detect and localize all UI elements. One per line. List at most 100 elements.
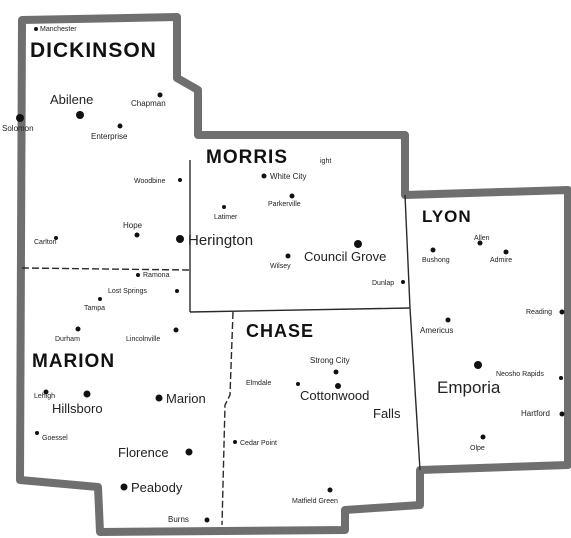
town-dot-admire bbox=[503, 249, 509, 255]
town-dot-durham bbox=[75, 326, 81, 332]
town-label-abilene: Abilene bbox=[50, 92, 93, 107]
town-dot-emporia bbox=[474, 361, 482, 369]
town-label-dunlap: Dunlap bbox=[372, 280, 394, 287]
town-dot-goessel bbox=[35, 431, 39, 435]
town-labels: Manchester Abilene Chapman Solomon Enter… bbox=[2, 26, 552, 524]
town-dot-carlton bbox=[54, 236, 58, 240]
town-label-chapman: Chapman bbox=[131, 99, 166, 108]
town-label-cedar-point: Cedar Point bbox=[240, 440, 277, 447]
town-dot-allen bbox=[477, 240, 483, 246]
town-label-wilsey: Wilsey bbox=[270, 263, 291, 270]
town-dot-cedar-point bbox=[233, 440, 237, 444]
region-outer-border bbox=[16, 13, 571, 536]
town-dot-tampa bbox=[98, 297, 102, 301]
town-dot-neosho-rapids bbox=[559, 376, 563, 380]
town-dot-florence bbox=[185, 448, 193, 456]
town-dot-bushong bbox=[430, 247, 436, 253]
town-label-goessel: Goessel bbox=[42, 435, 68, 442]
town-dot-parkerville bbox=[289, 193, 295, 199]
town-label-durham: Durham bbox=[55, 336, 80, 343]
town-markers bbox=[16, 27, 565, 523]
town-dot-latimer bbox=[222, 205, 226, 209]
town-label-matfield-green: Matfield Green bbox=[292, 498, 338, 505]
town-label-cottonwood: Cottonwood bbox=[300, 388, 369, 403]
town-dot-hillsboro bbox=[83, 390, 91, 398]
boundary-morris-chase bbox=[189, 307, 411, 313]
town-dot-council-grove bbox=[354, 240, 362, 248]
town-label-americus: Americus bbox=[420, 326, 453, 335]
boundary-marion-chase bbox=[221, 311, 234, 526]
town-dot-lost-springs bbox=[175, 289, 179, 293]
town-dot-chapman bbox=[157, 92, 163, 98]
town-label-lost-springs: Lost Springs bbox=[108, 288, 147, 295]
town-label-strong-city: Strong City bbox=[310, 356, 350, 365]
town-label-olpe: Olpe bbox=[470, 445, 485, 452]
town-dot-americus bbox=[445, 317, 451, 323]
town-dot-strong-city bbox=[333, 369, 339, 375]
town-label-herington: Herington bbox=[188, 232, 253, 249]
town-label-elmdale: Elmdale bbox=[246, 380, 271, 387]
town-dot-reading bbox=[559, 309, 565, 315]
town-label-reading: Reading bbox=[526, 309, 552, 316]
town-label-bushong: Bushong bbox=[422, 257, 450, 264]
town-label-manchester: Manchester bbox=[40, 26, 77, 33]
county-label-marion: MARION bbox=[32, 351, 115, 372]
town-label-ramona: Ramona bbox=[143, 272, 170, 279]
town-dot-enterprise bbox=[117, 123, 123, 129]
town-label-falls: Falls bbox=[373, 406, 401, 421]
county-label-chase: CHASE bbox=[246, 321, 314, 341]
town-dot-manchester bbox=[34, 27, 38, 31]
boundary-morris-lyon bbox=[404, 194, 411, 309]
town-dot-lincolnville bbox=[173, 327, 179, 333]
town-dot-ramona bbox=[136, 273, 140, 277]
town-dot-hartford bbox=[559, 411, 565, 417]
town-label-admire: Admire bbox=[490, 257, 512, 264]
town-dot-wilsey bbox=[285, 253, 291, 259]
town-dot-cottonwood bbox=[335, 383, 341, 389]
county-label-dickinson: DICKINSON bbox=[30, 39, 157, 62]
town-label-solomon: Solomon bbox=[2, 124, 34, 133]
town-dot-solomon bbox=[16, 114, 24, 122]
town-label-parkerville: Parkerville bbox=[268, 201, 301, 208]
town-dot-woodbine bbox=[178, 178, 182, 182]
town-dot-hope bbox=[134, 232, 140, 238]
town-label-marion: Marion bbox=[166, 391, 206, 406]
town-label-hope: Hope bbox=[123, 221, 143, 230]
town-dot-dunlap bbox=[401, 280, 405, 284]
boundary-chase-lyon bbox=[409, 307, 421, 471]
town-label-enterprise: Enterprise bbox=[91, 132, 128, 141]
town-dot-matfield-green bbox=[327, 487, 333, 493]
town-label-lehigh: Lehigh bbox=[34, 393, 55, 400]
town-dot-herington bbox=[176, 235, 184, 243]
town-dot-white-city bbox=[261, 173, 267, 179]
county-boundaries bbox=[21, 160, 421, 526]
town-dot-marion bbox=[155, 394, 163, 402]
town-dot-olpe bbox=[480, 434, 486, 440]
town-label-white-city: White City bbox=[270, 172, 306, 181]
county-label-lyon: LYON bbox=[422, 207, 472, 226]
town-label-lincolnville: Lincolnville bbox=[126, 336, 160, 343]
town-label-burns: Burns bbox=[168, 515, 189, 524]
town-label-latimer: Latimer bbox=[214, 214, 238, 221]
town-label-dwight: ight bbox=[320, 158, 331, 165]
town-label-hartford: Hartford bbox=[521, 409, 550, 418]
town-label-allen: Allen bbox=[474, 235, 490, 242]
town-dot-abilene bbox=[76, 111, 84, 119]
town-dot-lehigh bbox=[43, 389, 49, 395]
town-label-emporia: Emporia bbox=[437, 378, 501, 397]
town-dot-elmdale bbox=[296, 382, 300, 386]
town-label-woodbine: Woodbine bbox=[134, 178, 166, 185]
town-label-council-grove: Council Grove bbox=[304, 249, 386, 264]
town-dot-burns bbox=[204, 517, 210, 523]
boundary-dickinson-marion bbox=[21, 267, 191, 271]
town-label-neosho-rapids: Neosho Rapids bbox=[496, 371, 544, 378]
town-label-florence: Florence bbox=[118, 445, 169, 460]
county-label-morris: MORRIS bbox=[206, 147, 288, 168]
town-dot-peabody bbox=[120, 483, 128, 491]
town-label-tampa: Tampa bbox=[84, 305, 105, 312]
town-label-peabody: Peabody bbox=[131, 480, 183, 495]
town-label-hillsboro: Hillsboro bbox=[52, 401, 103, 416]
town-label-carlton: Carlton bbox=[34, 239, 57, 246]
